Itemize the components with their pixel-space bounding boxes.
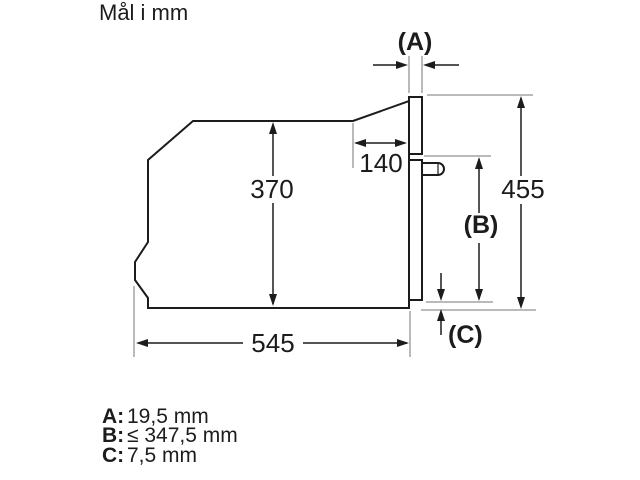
oven-door-front (408, 159, 423, 301)
legend: A:19,5 mm B:≤ 347,5 mm C:7,5 mm (102, 405, 238, 467)
legend-value-c: 7,5 mm (127, 444, 197, 467)
legend-row-b: B:≤ 347,5 mm (102, 424, 238, 447)
arrowhead-up-icon (475, 157, 483, 169)
legend-row-a: A:19,5 mm (102, 405, 209, 428)
oven-body-outline (134, 99, 410, 309)
dimension-c: (C) (437, 273, 483, 349)
arrowhead-up-icon (437, 309, 445, 321)
arrowhead-left-icon (423, 61, 435, 69)
arrowhead-right-icon (397, 339, 409, 347)
dimension-c-label: (C) (448, 321, 483, 349)
arrowhead-right-icon (396, 61, 408, 69)
drawing-title: Mål i mm (99, 0, 188, 25)
dimension-455-value: 455 (501, 174, 544, 204)
door-handle (421, 162, 446, 176)
dimension-370: 370 (250, 122, 294, 306)
dimension-a: (A) (373, 28, 459, 93)
legend-key-b: B: (102, 424, 124, 447)
arrowhead-left-icon (354, 139, 366, 147)
arrowhead-left-icon (136, 339, 148, 347)
arrowhead-down-icon (437, 289, 445, 301)
legend-value-b: ≤ 347,5 mm (127, 424, 238, 447)
arrowhead-up-icon (517, 96, 525, 108)
legend-key-a: A: (102, 405, 124, 428)
arrowhead-down-icon (517, 297, 525, 309)
legend-value-a: 19,5 mm (127, 405, 209, 428)
legend-row-c: C:7,5 mm (102, 444, 197, 467)
legend-key-c: C: (102, 444, 124, 467)
oven-front-frame-top (408, 96, 423, 155)
arrowhead-down-icon (475, 289, 483, 301)
arrowhead-right-icon (395, 139, 407, 147)
arrowhead-up-icon (269, 122, 277, 134)
dimension-140-value: 140 (359, 148, 402, 178)
dimension-b-label: (B) (464, 211, 499, 239)
dimension-545-value: 545 (251, 328, 294, 358)
dimension-a-label: (A) (398, 28, 433, 56)
dimension-455: 455 (421, 94, 545, 311)
arrowhead-down-icon (269, 294, 277, 306)
oven-side-view (134, 96, 446, 309)
dimension-b: (B) (424, 155, 499, 303)
dimension-140: 140 (352, 123, 407, 178)
dimension-370-value: 370 (250, 174, 293, 204)
dimension-545: 545 (133, 286, 411, 358)
